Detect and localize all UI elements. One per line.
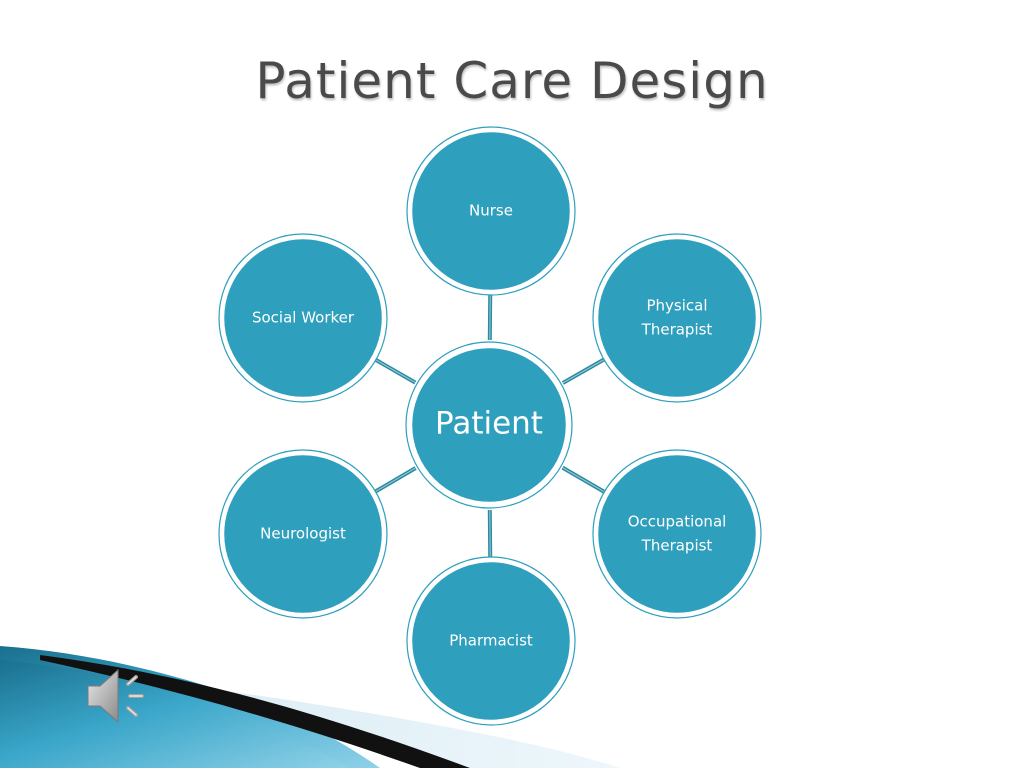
node-neurologist[interactable]: Neurologist bbox=[218, 449, 388, 619]
center-node-ring bbox=[405, 341, 573, 509]
center-node-circle bbox=[409, 345, 569, 505]
node-circle-neurologist bbox=[221, 452, 385, 616]
speaker-icon[interactable] bbox=[84, 664, 156, 728]
node-ring-neurologist bbox=[218, 449, 388, 619]
connectors bbox=[374, 294, 606, 558]
node-nurse[interactable]: Nurse bbox=[406, 126, 576, 296]
node-ring-occupational-therapist bbox=[592, 449, 762, 619]
node-circle-physical-therapist bbox=[595, 236, 759, 400]
node-circle-occupational-therapist bbox=[595, 452, 759, 616]
node-label-neurologist-line-1: Neurologist bbox=[260, 525, 346, 543]
node-ring-social-worker bbox=[218, 233, 388, 403]
node-pharmacist[interactable]: Pharmacist bbox=[406, 556, 576, 726]
node-ring-physical-therapist bbox=[592, 233, 762, 403]
node-ring-pharmacist bbox=[406, 556, 576, 726]
node-circle-social-worker bbox=[221, 236, 385, 400]
center-node-label: Patient bbox=[435, 406, 543, 442]
node-label-occupational-therapist-line-2: Therapist bbox=[641, 537, 713, 555]
node-ring-nurse bbox=[406, 126, 576, 296]
role-nodes: NursePhysicalTherapistOccupationalTherap… bbox=[218, 126, 762, 726]
node-label-physical-therapist-line-1: Physical bbox=[646, 297, 707, 315]
connector-highlight-occupational-therapist bbox=[562, 467, 605, 493]
node-social-worker[interactable]: Social Worker bbox=[218, 233, 388, 403]
node-label-physical-therapist-line-2: Therapist bbox=[641, 321, 713, 339]
node-circle-pharmacist bbox=[409, 559, 573, 723]
node-label-pharmacist-line-1: Pharmacist bbox=[449, 632, 533, 650]
slide-title: Patient Care Design bbox=[255, 52, 769, 110]
node-circle-nurse bbox=[409, 129, 573, 293]
center-node[interactable]: Patient bbox=[405, 341, 573, 509]
node-label-occupational-therapist-line-1: Occupational bbox=[628, 513, 727, 531]
node-label-nurse-line-1: Nurse bbox=[469, 202, 513, 220]
connector-highlight-social-worker bbox=[375, 359, 416, 384]
node-label-social-worker-line-1: Social Worker bbox=[252, 309, 355, 327]
connector-highlight-neurologist bbox=[375, 467, 416, 492]
connector-highlight-physical-therapist bbox=[562, 359, 605, 384]
